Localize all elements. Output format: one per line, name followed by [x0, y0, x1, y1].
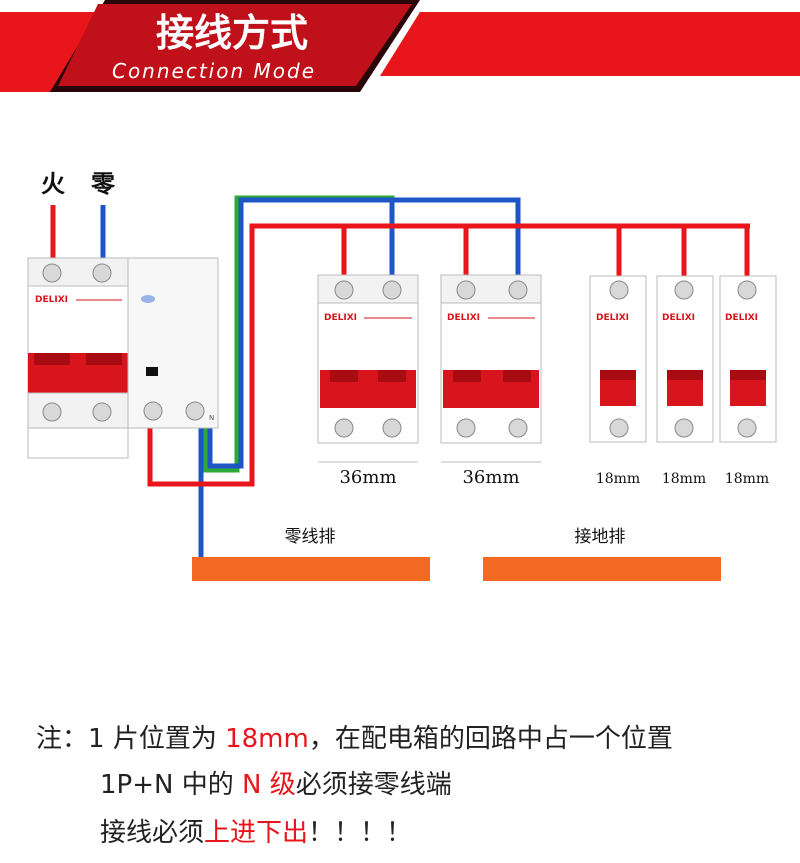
width-labels: 36mm 36mm 18mm 18mm 18mm	[318, 461, 769, 488]
brand-label: DELIXI	[725, 313, 758, 323]
note-line-3: 接线必须上进下出！！！！	[100, 812, 800, 849]
note-line-2: 1P+N 中的 N 级必须接零线端	[100, 764, 800, 801]
width-label: 36mm	[339, 467, 396, 488]
note-highlight: N 级	[242, 770, 296, 800]
width-label: 18mm	[662, 471, 706, 487]
brand-label: DELIXI	[596, 313, 629, 323]
wires	[50, 195, 750, 568]
note-line-1: 注：1 片位置为 18mm，在配电箱的回路中占一个位置	[36, 718, 800, 755]
breaker-18mm-2: DELIXI	[656, 275, 714, 443]
breaker-18mm-3: DELIXI	[719, 275, 777, 443]
brand-label: DELIXI	[324, 313, 357, 323]
header-title: 接线方式	[156, 11, 308, 55]
main-breaker: DELIXI N	[27, 257, 219, 459]
breaker-18mm-1: DELIXI	[589, 275, 647, 443]
note-highlight: 18mm	[225, 724, 309, 754]
header-banner: 接线方式 Connection Mode	[0, 0, 800, 92]
busbars: 零线排 接地排	[192, 527, 721, 581]
header-subtitle: Connection Mode	[112, 59, 316, 83]
note-text: ！！！！	[308, 818, 413, 848]
ground-bar	[483, 557, 721, 581]
n-terminal-mark: N	[209, 414, 214, 422]
brand-label: DELIXI	[662, 313, 695, 323]
neutral-bar	[192, 557, 430, 581]
note-highlight: 上进下出	[204, 818, 309, 848]
neutral-label: 零	[90, 170, 116, 198]
neutral-bar-label: 零线排	[285, 527, 336, 547]
note-prefix: 注：	[36, 724, 89, 754]
note-text: 1 片位置为	[88, 724, 226, 754]
breaker-36mm-2: DELIXI	[440, 274, 542, 444]
ground-bar-label: 接地排	[575, 527, 626, 547]
brand-label-main: DELIXI	[35, 295, 68, 305]
note-text: ，在配电箱的回路中占一个位置	[308, 724, 673, 754]
width-label: 18mm	[725, 471, 769, 487]
width-label: 18mm	[596, 471, 640, 487]
note-text: 接线必须	[100, 818, 205, 848]
breaker-36mm-1: DELIXI	[317, 274, 419, 444]
brand-label: DELIXI	[447, 313, 480, 323]
note-text: 1P+N 中的	[100, 770, 242, 800]
note-text: 必须接零线端	[295, 770, 452, 800]
live-label: 火	[41, 170, 65, 198]
width-label: 36mm	[462, 467, 519, 488]
